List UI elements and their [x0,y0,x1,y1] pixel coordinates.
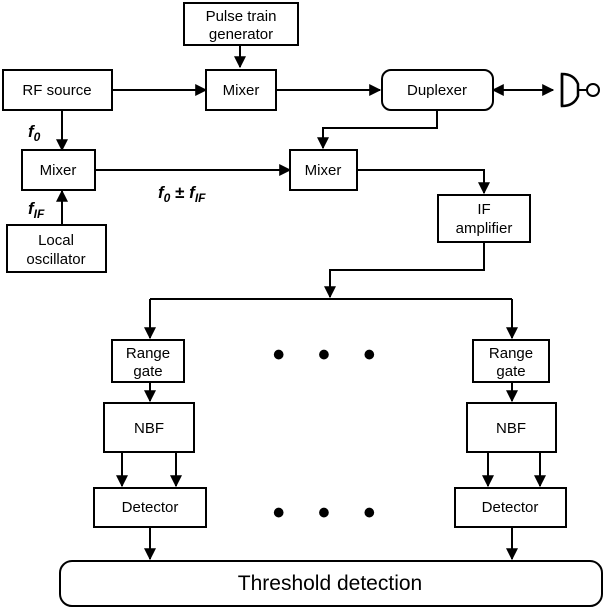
nbf-right-label: NBF [496,420,526,437]
local-oscillator-block: Local oscillator [6,224,107,273]
mixer-tx-block: Mixer [205,69,277,111]
local-oscillator-label-line1: Local [38,232,74,249]
pulse-train-generator-label-line1: Pulse train [206,8,277,25]
signal-label-f0: f0 [28,122,41,144]
connections [56,45,555,561]
nbf-left-block: NBF [103,402,195,453]
if-amplifier-label-line2: amplifier [456,220,513,237]
pulse-train-generator-label-line2: generator [209,26,273,43]
rf-source-label: RF source [22,82,91,99]
duplexer-label: Duplexer [407,82,467,99]
mixer-lo-label: Mixer [40,162,77,179]
mixer-rx-block: Mixer [289,149,358,191]
wire-if-to-split [324,242,485,299]
threshold-detection-block: Threshold detection [59,560,603,607]
local-oscillator-label-line2: oscillator [26,251,85,268]
wire-duplexer-to-mixer-rx [317,110,438,150]
range-gate-left-label-line2: gate [133,363,162,380]
signal-label-fif: fIF [28,199,45,221]
threshold-detection-label: Threshold detection [238,572,422,595]
rf-source-block: RF source [2,69,113,111]
ellipsis-range-gates: • • • [273,336,388,374]
antenna-icon [560,72,600,108]
mixer-tx-label: Mixer [223,82,260,99]
range-gate-right-label-line2: gate [496,363,525,380]
pulse-train-generator-block: Pulse train generator [183,2,299,46]
detector-left-block: Detector [93,487,207,528]
signal-label-f0-plus-minus-fif: f0 ± fIF [158,183,206,205]
range-gate-left-block: Range gate [111,339,185,383]
ellipsis-detectors: • • • [273,494,388,532]
range-gate-right-block: Range gate [472,339,550,383]
duplexer-block: Duplexer [381,69,494,111]
detector-right-label: Detector [482,499,539,516]
if-amplifier-block: IF amplifier [437,194,531,243]
mixer-rx-label: Mixer [305,162,342,179]
range-gate-left-label-line1: Range [126,345,170,362]
wire-mixer-rx-to-if [357,169,490,195]
detector-right-block: Detector [454,487,567,528]
mixer-lo-block: Mixer [21,149,96,191]
if-amplifier-label-line1: IF [477,201,490,218]
nbf-left-label: NBF [134,420,164,437]
detector-left-label: Detector [122,499,179,516]
nbf-right-block: NBF [466,402,557,453]
range-gate-right-label-line1: Range [489,345,533,362]
